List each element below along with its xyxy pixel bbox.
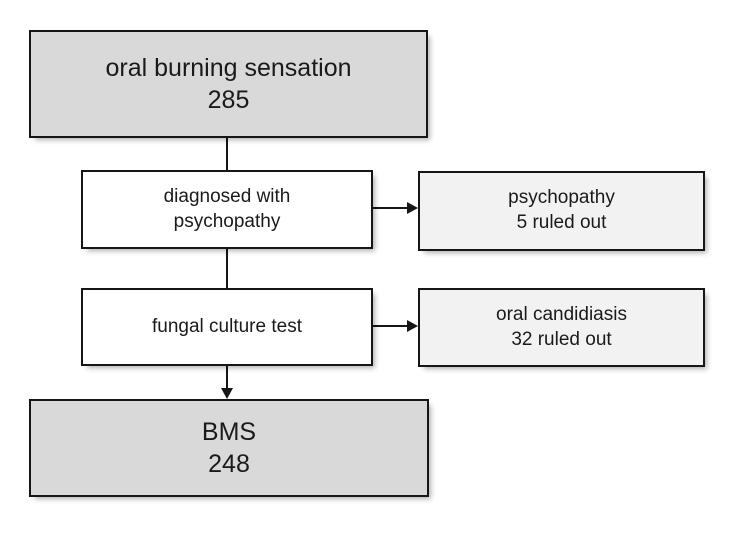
arrowhead-right-icon-psychopathy-excluded [407, 202, 418, 214]
node-oral-candidiasis-excluded-count: 32 ruled out [511, 328, 612, 350]
connector-diagnosed-with-psychopathy-to-psychopathy-excluded [373, 207, 410, 209]
node-bms: BMS 248 [29, 399, 429, 497]
node-bms-label: BMS [201, 417, 257, 446]
node-psychopathy-excluded-count: 5 ruled out [516, 212, 607, 233]
arrowhead-down-icon-bms [221, 388, 233, 399]
node-psychopathy-excluded-label: psychopathy [508, 187, 615, 209]
connector-diagnosed-with-psychopathy-to-fungal-culture-test [226, 248, 228, 289]
node-bms-count: 248 [208, 450, 250, 478]
arrowhead-right-icon-oral-candidiasis-excluded [407, 320, 418, 332]
connector-oral-burning-sensation-to-diagnosed-with-psychopathy [226, 137, 228, 171]
node-psychopathy-excluded: psychopathy 5 ruled out [418, 171, 705, 251]
node-oral-burning-sensation: oral burning sensation 285 [29, 30, 428, 138]
connector-fungal-culture-test-to-oral-candidiasis-excluded [373, 325, 410, 327]
node-diagnosed-with-psychopathy: diagnosed with psychopathy [81, 170, 373, 249]
node-diagnosed-with-psychopathy-label-line1: diagnosed with [163, 185, 291, 207]
node-oral-candidiasis-excluded-label: oral candidiasis [496, 303, 627, 325]
node-oral-candidiasis-excluded: oral candidiasis 32 ruled out [418, 288, 705, 367]
connector-fungal-culture-test-to-bms [226, 365, 228, 389]
node-diagnosed-with-psychopathy-label-line2: psychopathy [173, 210, 281, 232]
node-oral-burning-sensation-count: 285 [207, 86, 250, 114]
node-fungal-culture-test: fungal culture test [81, 288, 373, 366]
node-oral-burning-sensation-label: oral burning sensation [105, 53, 352, 82]
node-fungal-culture-test-label: fungal culture test [152, 315, 302, 337]
